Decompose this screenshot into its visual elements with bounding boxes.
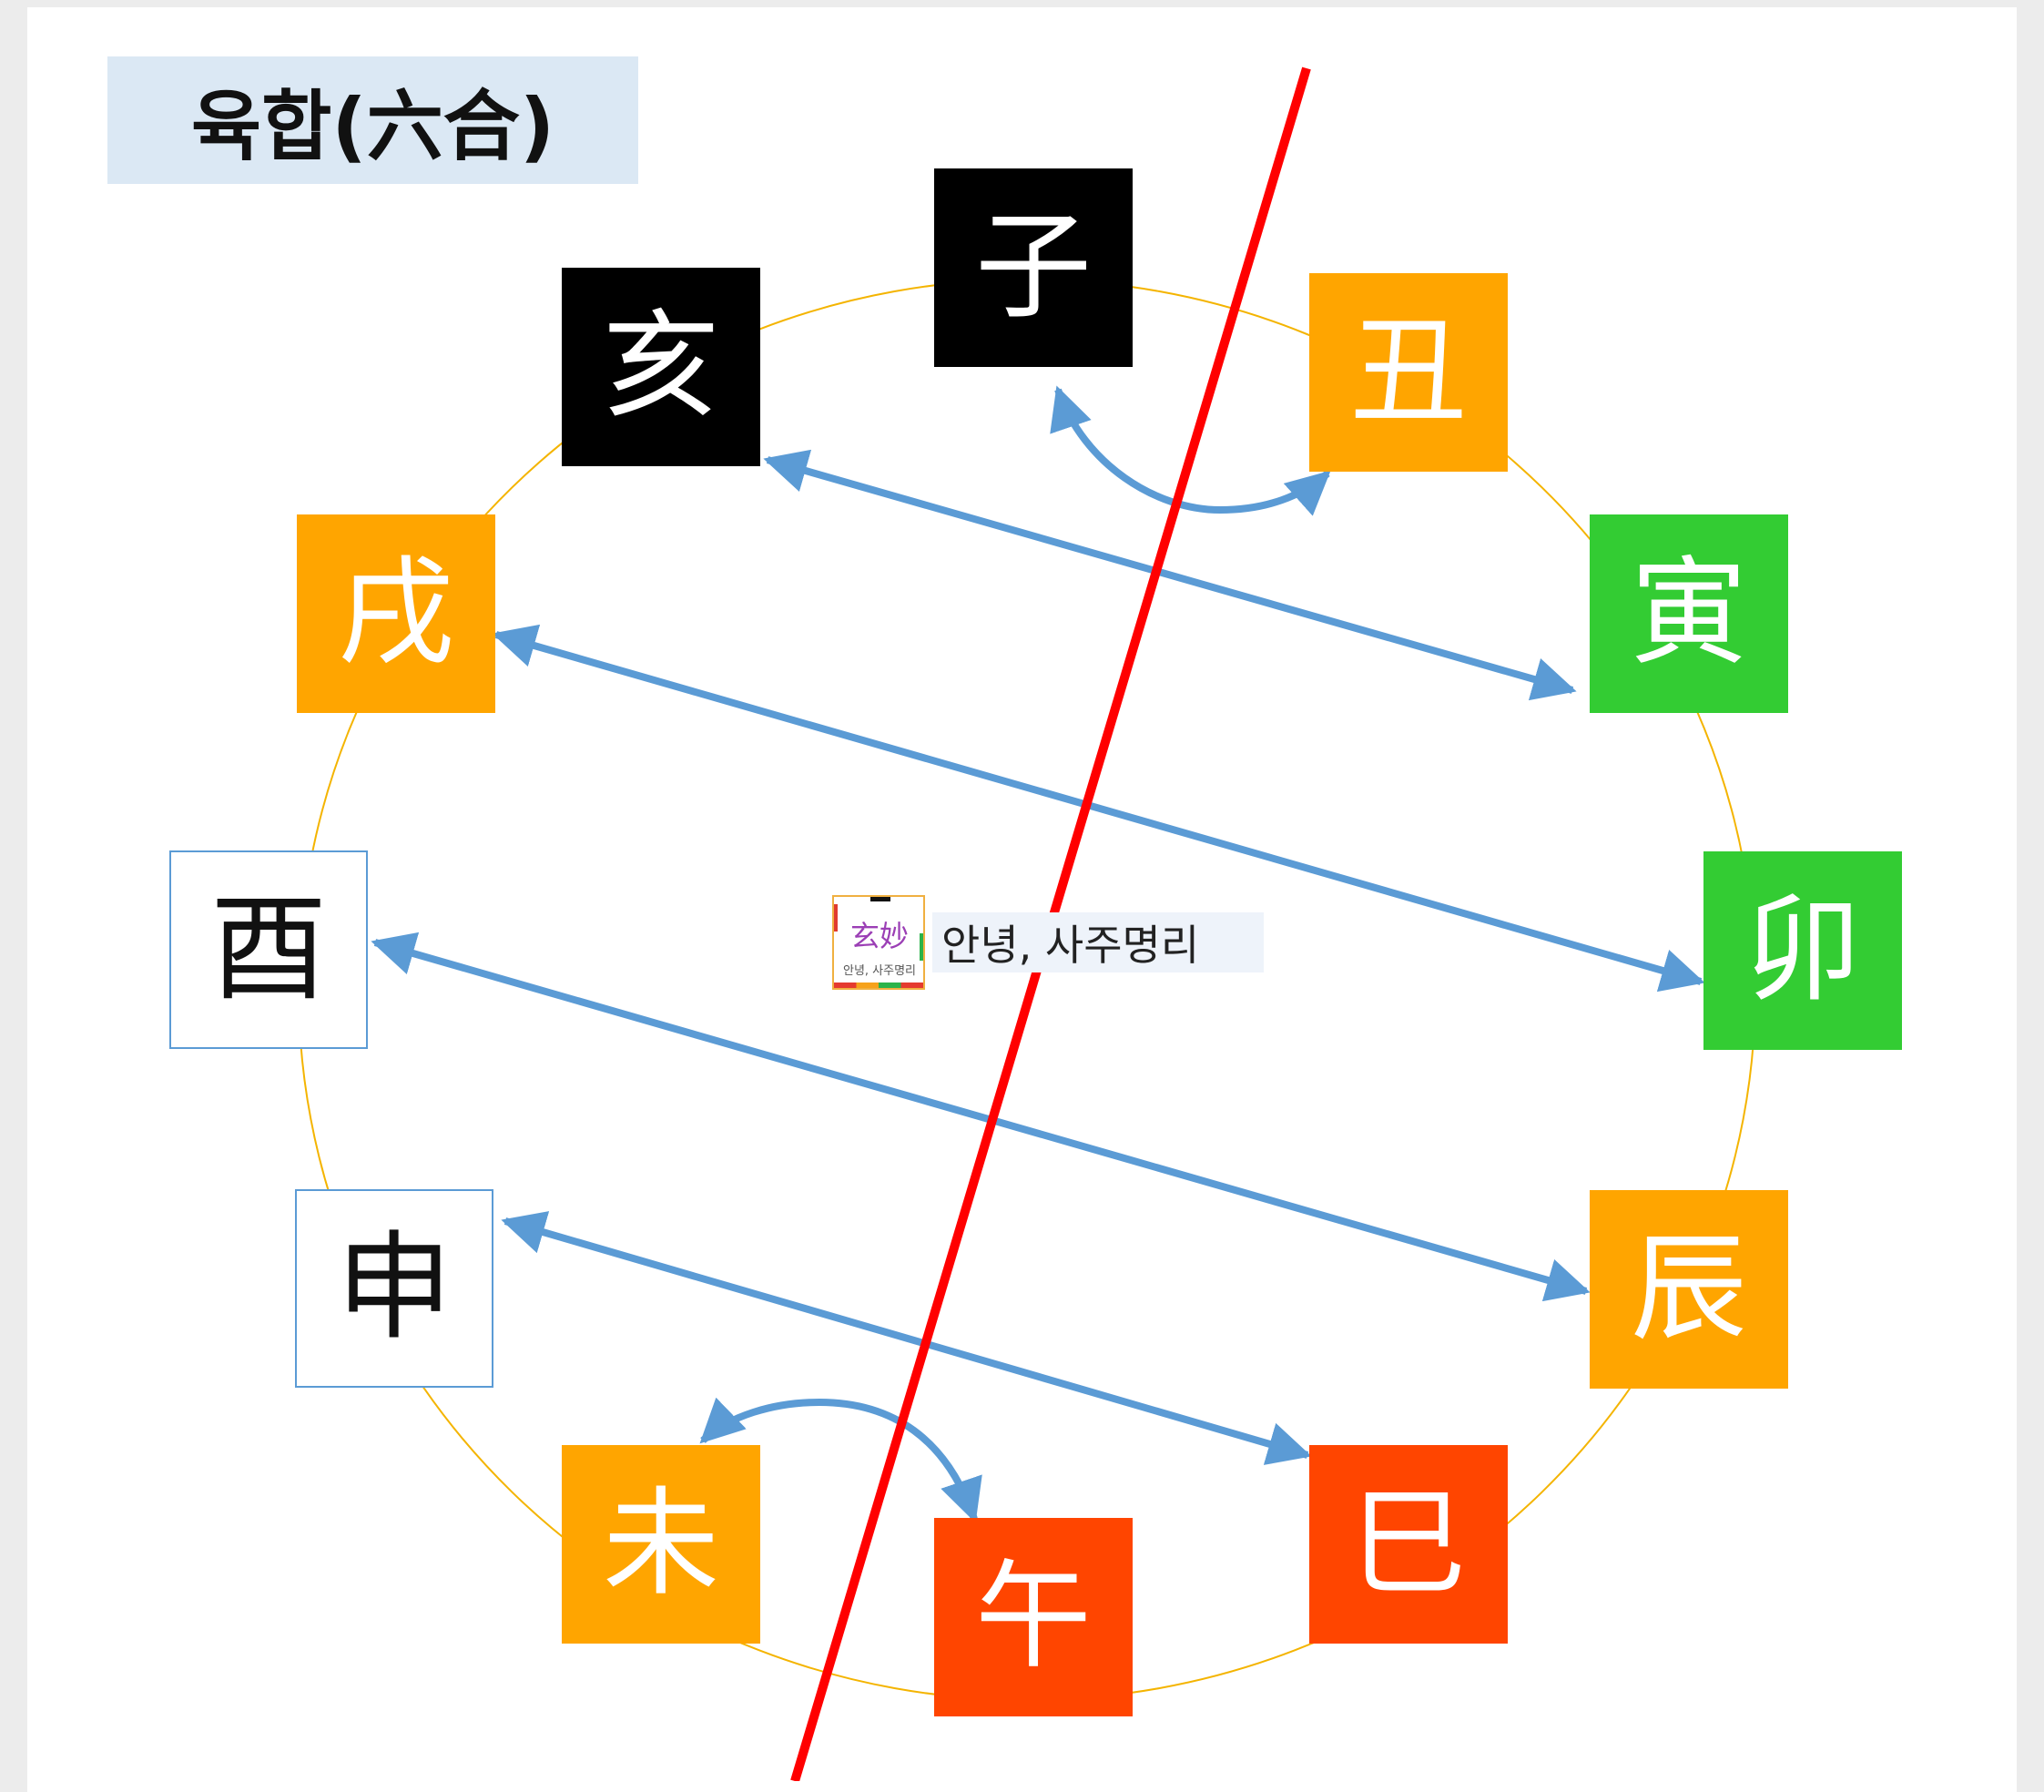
- branch-chen: 辰: [1590, 1190, 1788, 1389]
- branch-shen: 申: [295, 1189, 493, 1388]
- arrow-xu-mao: [492, 624, 1705, 993]
- watermark-logo-hanja: 玄妙: [849, 919, 909, 953]
- branch-wu: 午: [934, 1518, 1133, 1716]
- branch-zi: 子: [934, 168, 1133, 367]
- branch-mao: 卯: [1703, 851, 1902, 1050]
- diagram-title: 육합(六合): [107, 56, 638, 184]
- arrow-shen-si: [501, 1211, 1312, 1465]
- branch-hai: 亥: [562, 268, 760, 466]
- branch-wei: 未: [562, 1445, 760, 1644]
- arrow-hai-yin: [763, 449, 1577, 701]
- watermark-logo-caption: 안녕, 사주명리: [842, 964, 917, 978]
- branch-you: 酉: [169, 850, 368, 1049]
- branch-si: 巳: [1309, 1445, 1508, 1644]
- branch-chou: 丑: [1309, 273, 1508, 472]
- watermark-label: 안녕, 사주명리: [932, 912, 1264, 972]
- arrow-you-chen: [371, 932, 1591, 1302]
- watermark: 玄妙 안녕, 사주명리 안녕, 사주명리: [832, 895, 1264, 990]
- branch-xu: 戌: [297, 514, 495, 713]
- watermark-logo: 玄妙 안녕, 사주명리: [832, 895, 925, 990]
- branch-yin: 寅: [1590, 514, 1788, 713]
- arrow-wu-wei: [699, 1397, 982, 1523]
